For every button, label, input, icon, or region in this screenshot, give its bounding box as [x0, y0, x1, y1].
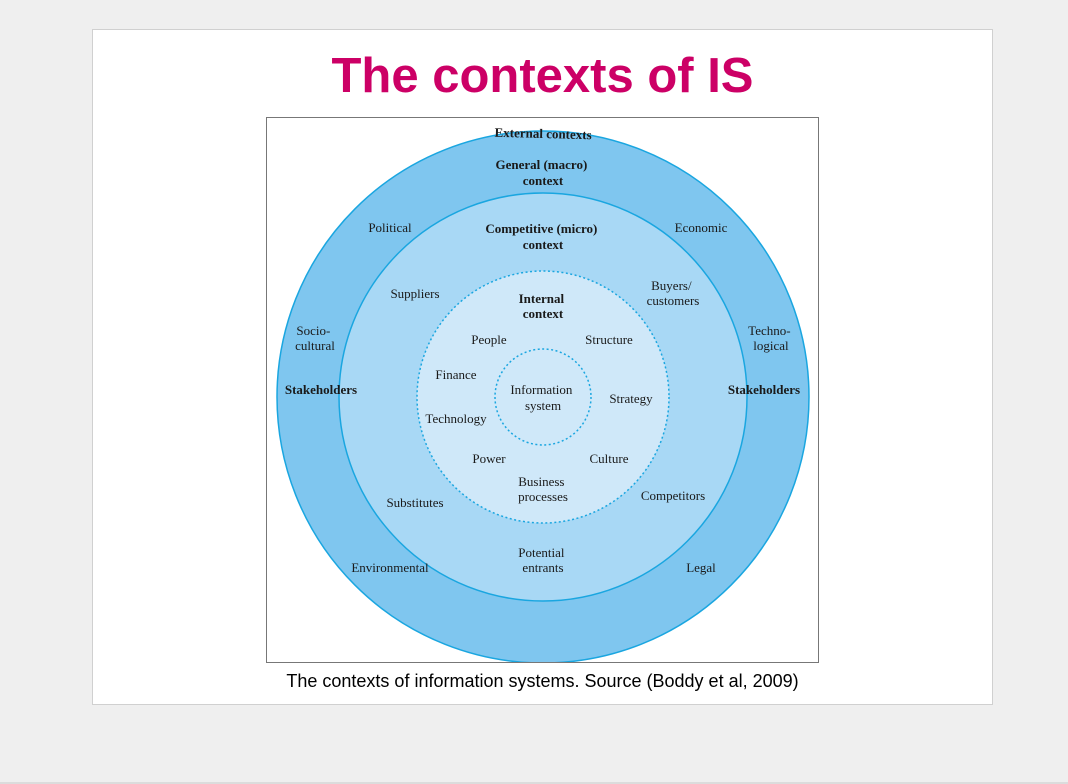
internal-context-heading-line1: Internal: [519, 291, 565, 306]
technological-line1: Techno-: [748, 323, 790, 338]
sociocultural-line1: Socio-: [296, 323, 330, 338]
processes-line1: Business: [518, 474, 564, 489]
business-processes-label: Business processes: [518, 474, 568, 504]
technological-label: Techno- logical: [748, 323, 794, 353]
sociocultural-line2: cultural: [295, 338, 335, 353]
finance-label: Finance: [435, 367, 476, 382]
people-label: People: [471, 332, 507, 347]
information-system-circle: [494, 348, 592, 446]
contexts-diagram-svg: External contexts General (macro) contex…: [276, 125, 810, 662]
competitors-label: Competitors: [641, 488, 705, 503]
competitive-context-heading-line2: context: [523, 237, 564, 252]
internal-context-heading-line2: context: [523, 306, 564, 321]
suppliers-label: Suppliers: [390, 286, 439, 301]
bottom-divider: [0, 782, 1068, 784]
structure-label: Structure: [585, 332, 633, 347]
potential-entrants-label: Potential entrants: [518, 545, 567, 575]
core-line1: Information: [510, 382, 573, 397]
general-context-heading-line2: context: [523, 173, 564, 188]
slide: The contexts of IS External contexts Gen…: [92, 29, 993, 705]
technology-label: Technology: [425, 411, 487, 426]
power-label: Power: [472, 451, 506, 466]
general-context-heading-line1: General (macro): [495, 157, 587, 172]
external-contexts-label: External contexts: [494, 125, 591, 143]
technological-line2: logical: [753, 338, 789, 353]
competitive-context-heading-line1: Competitive (micro): [485, 221, 597, 236]
core-line2: system: [525, 398, 561, 413]
buyers-line2: customers: [647, 293, 700, 308]
legal-label: Legal: [686, 560, 716, 575]
economic-label: Economic: [675, 220, 728, 235]
processes-line2: processes: [518, 489, 568, 504]
entrants-line1: Potential: [518, 545, 565, 560]
strategy-label: Strategy: [609, 391, 653, 406]
buyers-line1: Buyers/: [651, 278, 692, 293]
buyers-customers-label: Buyers/ customers: [647, 278, 700, 308]
environmental-label: Environmental: [351, 560, 429, 575]
stakeholders-left-label: Stakeholders: [285, 382, 357, 397]
figure-caption: The contexts of information systems. Sou…: [286, 671, 799, 691]
sociocultural-label: Socio- cultural: [295, 323, 335, 353]
general-context-heading: General (macro) context: [495, 157, 590, 188]
entrants-line2: entrants: [522, 560, 563, 575]
culture-label: Culture: [590, 451, 629, 466]
substitutes-label: Substitutes: [386, 495, 443, 510]
information-system-label: Information system: [510, 382, 575, 413]
internal-context-heading: Internal context: [519, 291, 568, 321]
slide-title: The contexts of IS: [331, 49, 754, 103]
competitive-context-heading: Competitive (micro) context: [485, 221, 600, 252]
stakeholders-right-label: Stakeholders: [728, 382, 800, 397]
political-label: Political: [368, 220, 412, 235]
contexts-diagram: External contexts General (macro) contex…: [266, 117, 819, 663]
